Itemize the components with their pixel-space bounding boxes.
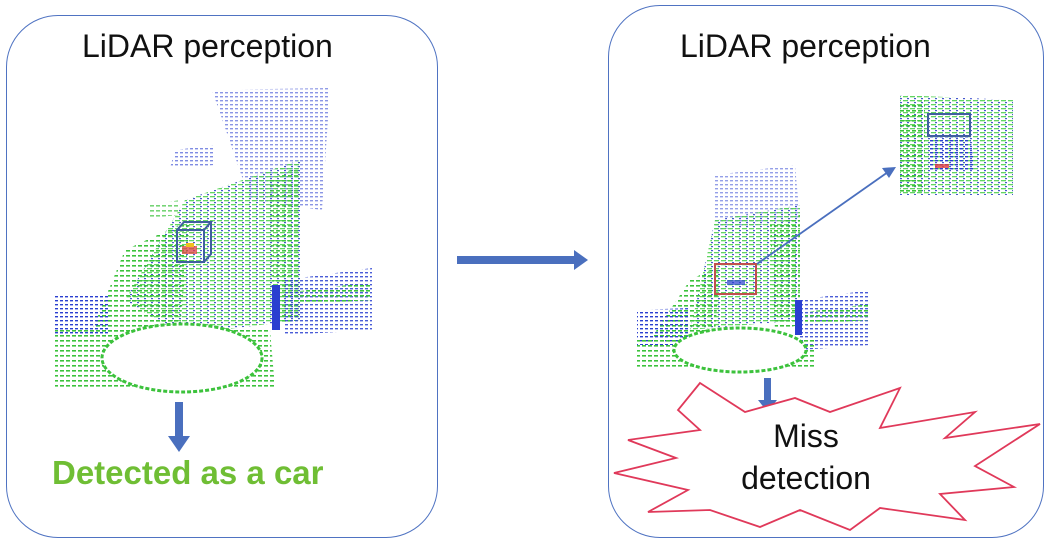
- miss-detection-label-line1: Miss: [773, 418, 839, 454]
- down-arrow-icon: [168, 402, 190, 452]
- detection-result-label: Detected as a car: [52, 454, 324, 491]
- zoom-inset: [900, 95, 1013, 195]
- explosion-star-icon: [613, 381, 1041, 532]
- point-cloud-right: [637, 165, 870, 374]
- miss-region-box: [714, 263, 757, 295]
- zoom-arrow-icon: [756, 167, 896, 265]
- right-arrow-icon: [457, 250, 588, 270]
- miss-detection-label-line2: detection: [741, 460, 871, 496]
- panel-title: LiDAR perception: [680, 28, 931, 64]
- car-bbox-3d: [176, 221, 214, 263]
- point-cloud-left: [55, 88, 372, 394]
- panel-title: LiDAR perception: [82, 28, 333, 64]
